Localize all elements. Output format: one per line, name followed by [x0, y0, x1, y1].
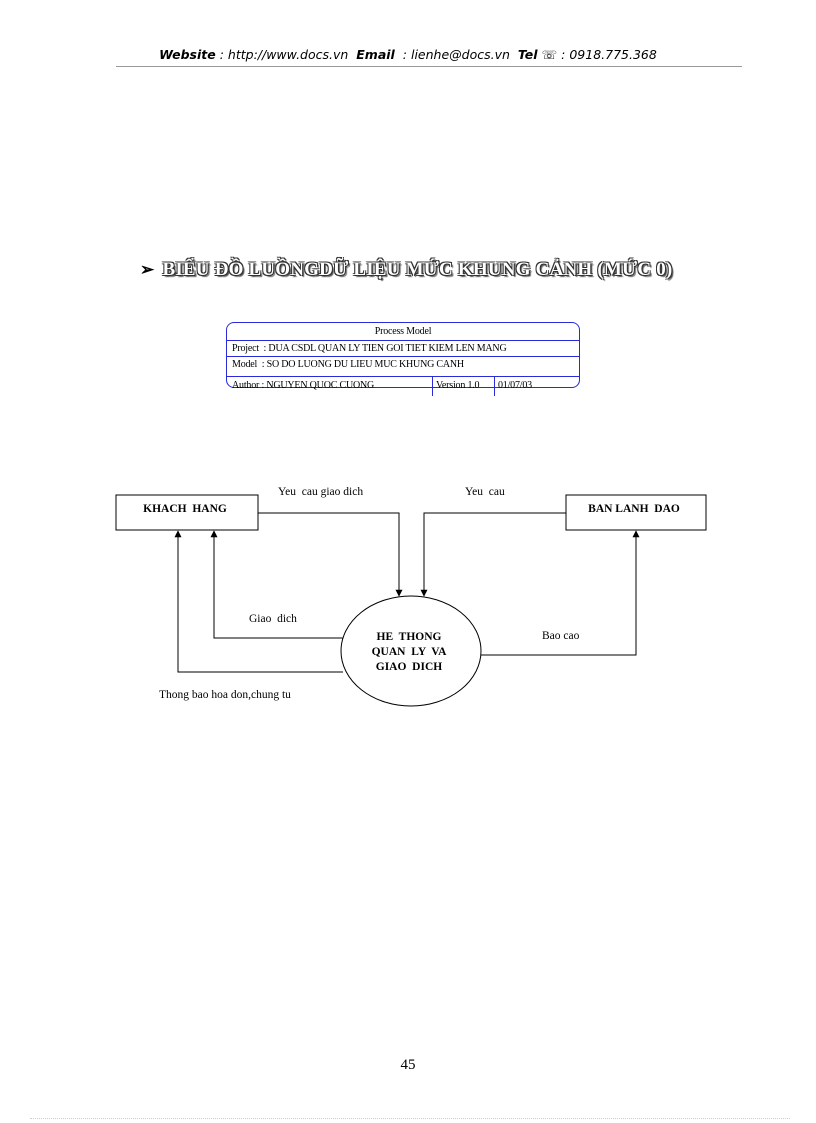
flow-thong-bao — [174, 530, 343, 673]
flow-yeu-cau-giao-dich-label: Yeu cau giao dich — [278, 486, 363, 498]
flow-bao-cao — [481, 530, 640, 656]
arrow-bullet-icon: ➢ — [140, 260, 155, 279]
tel-value: 0918.775.368 — [569, 47, 657, 62]
process-he-thong — [340, 595, 482, 707]
author-value: NGUYEN QUOC CUONG — [266, 380, 375, 391]
project-value: DUA CSDL QUAN LY TIEN GOI TIET KIEM LEN … — [268, 343, 507, 354]
phone-icon: ☏ — [541, 47, 558, 62]
email-link[interactable]: lienhe@docs.vn — [410, 47, 510, 62]
process-model-heading: Process Model — [374, 326, 432, 337]
model-row: Model : SO DO LUONG DU LIEU MUC KHUNG CA… — [232, 359, 464, 370]
pm-column-divider — [494, 376, 495, 396]
process-label-line2: QUAN LY VA — [372, 646, 447, 658]
flow-giao-dich — [210, 530, 343, 639]
project-label: Project — [232, 343, 259, 354]
website-label: Website — [159, 47, 216, 62]
process-label-line1: HE THONG — [377, 631, 442, 643]
flow-yeu-cau-label: Yeu cau — [465, 486, 505, 498]
author-label: Author — [232, 380, 260, 391]
version-value: Version 1.0 — [436, 380, 480, 391]
model-label: Model — [232, 359, 258, 370]
website-link[interactable]: http://www.docs.vn — [227, 47, 349, 62]
tel-label: Tel — [517, 47, 538, 62]
flow-yeu-cau — [420, 512, 566, 597]
page-number: 45 — [400, 1057, 416, 1073]
email-label: Email — [356, 47, 395, 62]
entity-khach-hang-label: KHACH HANG — [143, 503, 227, 515]
author-row: Author : NGUYEN QUOC CUONG — [232, 380, 375, 391]
entity-ban-lanh-dao-label: BAN LANH DAO — [588, 503, 680, 515]
flow-bao-cao-label: Bao cao — [542, 630, 580, 642]
header-divider — [116, 66, 742, 67]
project-row: Project : DUA CSDL QUAN LY TIEN GOI TIET… — [232, 343, 507, 354]
flow-giao-dich-label: Giao dich — [249, 613, 297, 625]
entity-ban-lanh-dao-box — [565, 494, 707, 531]
date-value: 01/07/03 — [498, 380, 532, 391]
process-model-box: Process Model Project : DUA CSDL QUAN LY… — [226, 322, 580, 396]
pm-column-divider — [432, 376, 433, 396]
flow-thong-bao-label: Thong bao hoa don,chung tu — [159, 689, 291, 701]
footer-divider — [30, 1118, 790, 1119]
model-value: SO DO LUONG DU LIEU MUC KHUNG CANH — [266, 359, 465, 370]
entity-khach-hang-box — [115, 494, 259, 531]
process-label-line3: GIAO DICH — [376, 661, 443, 673]
pm-divider — [227, 340, 579, 341]
pm-divider — [227, 356, 579, 357]
section-title-text: BIỂU ĐỒ LUỒNGDỮ LIỆU MỨC KHUNG CẢNH (MỨC… — [162, 259, 673, 280]
page-header: Website : http://www.docs.vn Email : lie… — [159, 47, 657, 62]
flow-yeu-cau-giao-dich — [258, 512, 403, 597]
pm-divider — [227, 376, 579, 377]
section-title: ➢ BIỂU ĐỒ LUỒNGDỮ LIỆU MỨC KHUNG CẢNH (MỨ… — [140, 259, 672, 281]
